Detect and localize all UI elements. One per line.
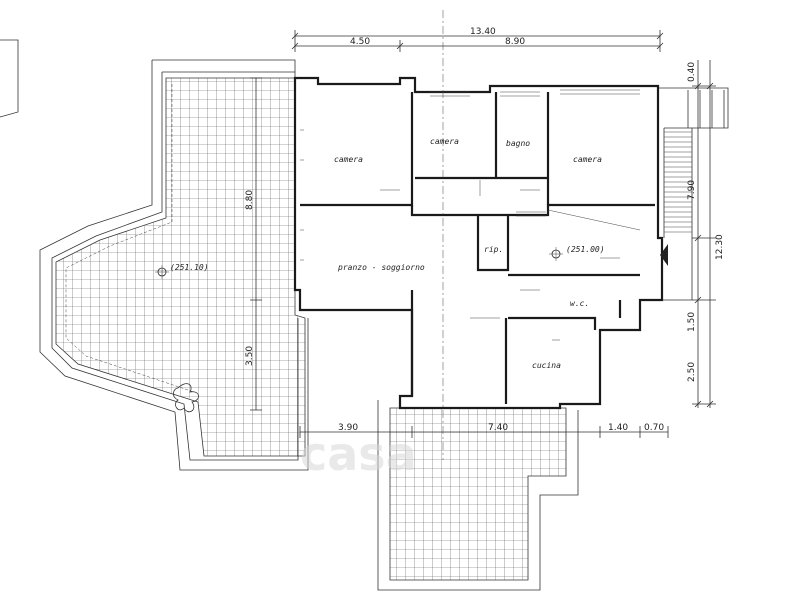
bottom-terrace <box>377 400 579 591</box>
dim-right-mid: 1.50 <box>687 312 697 332</box>
watermark: casa <box>300 427 417 481</box>
room-label-camera-right: camera <box>573 155 602 164</box>
room-label-bagno: bagno <box>506 139 530 148</box>
sketch-line <box>0 39 19 118</box>
dim-left-upper: 8.80 <box>245 190 255 210</box>
dim-top-total: 13.40 <box>470 27 496 37</box>
dim-bottom-mid: 7.40 <box>488 423 508 433</box>
dim-bottom-right-b: 0.70 <box>644 423 664 433</box>
left-terrace <box>39 59 318 471</box>
dim-right-bottom: 2.50 <box>687 362 697 382</box>
dim-left-lower: 3.50 <box>245 346 255 366</box>
dim-bottom-left: 3.90 <box>338 423 358 433</box>
interior-details <box>380 180 620 341</box>
window-marks <box>300 89 641 261</box>
room-label-rip: rip. <box>484 245 503 254</box>
dim-top-left: 4.50 <box>350 37 370 47</box>
room-label-camera-left: camera <box>334 155 363 164</box>
room-label-pranzo-soggiorno: pranzo - soggiorno <box>337 263 425 272</box>
level-interior: (251.00) <box>566 245 605 254</box>
level-terrace: (251.10) <box>170 263 209 272</box>
room-label-camera-mid: camera <box>430 137 459 146</box>
level-marker-interior: (251.00) <box>549 245 605 261</box>
level-marker-terrace: (251.10) <box>155 263 209 279</box>
entrance-arrow-icon <box>660 244 668 266</box>
dim-top-right: 8.90 <box>505 37 525 47</box>
bottom-dimensions: 3.90 7.40 1.40 0.70 <box>299 423 669 438</box>
right-dimensions: 0.40 7.90 12.30 1.50 2.50 <box>687 60 725 408</box>
left-dimensions: 8.80 3.50 <box>245 77 262 411</box>
dim-right-upper: 7.90 <box>687 180 697 200</box>
dim-bottom-right-a: 1.40 <box>608 423 628 433</box>
building-walls <box>293 76 664 410</box>
room-label-cucina: cucina <box>532 361 561 370</box>
top-dimensions: 13.40 4.50 8.90 <box>291 27 664 52</box>
room-label-wc: w.c. <box>570 299 589 308</box>
dim-right-top: 0.40 <box>687 62 697 82</box>
dim-right-total: 12.30 <box>715 234 725 260</box>
